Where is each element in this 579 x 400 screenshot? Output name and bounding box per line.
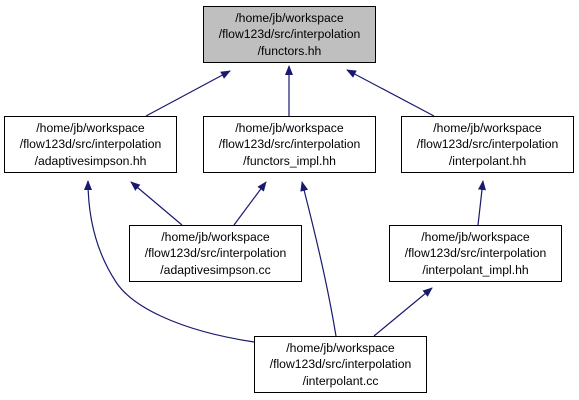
node-line: /flow123d/src/interpolation <box>19 137 162 152</box>
edge-interpolant-hh-to-functors-hh <box>346 69 435 117</box>
node-line: /home/jb/workspace <box>421 229 530 244</box>
node-line: /interpolant.hh <box>448 153 527 168</box>
node-interpolant-cc[interactable]: /home/jb/workspace /flow123d/src/interpo… <box>254 336 427 393</box>
node-line: /home/jb/workspace <box>235 10 344 25</box>
node-line: /home/jb/workspace <box>36 120 145 135</box>
node-functors-hh[interactable]: /home/jb/workspace /flow123d/src/interpo… <box>203 6 376 63</box>
edge-adaptivesimpson-cc-to-adaptivesimpson-hh <box>130 181 183 226</box>
node-line: /interpolant.cc <box>302 373 379 388</box>
edge-interpolant-impl-hh-to-interpolant-hh <box>477 180 486 226</box>
node-line: /flow123d/src/interpolation <box>218 27 361 42</box>
node-line: /flow123d/src/interpolation <box>416 137 559 152</box>
node-adaptivesimpson-hh[interactable]: /home/jb/workspace /flow123d/src/interpo… <box>4 116 177 173</box>
node-functors-impl-hh[interactable]: /home/jb/workspace /flow123d/src/interpo… <box>203 116 376 173</box>
node-line: /adaptivesimpson.cc <box>160 262 271 277</box>
node-line: /home/jb/workspace <box>433 120 542 135</box>
node-line: /flow123d/src/interpolation <box>269 357 412 372</box>
node-line: /flow123d/src/interpolation <box>218 137 361 152</box>
node-line: /home/jb/workspace <box>235 120 344 135</box>
node-line: /functors.hh <box>257 43 322 58</box>
node-line: /flow123d/src/interpolation <box>144 246 287 261</box>
node-line: /home/jb/workspace <box>161 229 270 244</box>
node-line: /home/jb/workspace <box>286 340 395 355</box>
edge-interpolant-cc-to-interpolant-impl-hh <box>373 287 433 337</box>
edge-interpolant-cc-to-adaptivesimpson-hh <box>84 180 255 343</box>
edge-interpolant-cc-to-functors-impl-hh <box>300 181 337 337</box>
node-interpolant-hh[interactable]: /home/jb/workspace /flow123d/src/interpo… <box>401 116 574 173</box>
edge-adaptivesimpson-hh-to-functors-hh <box>145 70 231 117</box>
node-line: /interpolant_impl.hh <box>422 262 529 277</box>
node-line: /flow123d/src/interpolation <box>404 246 547 261</box>
node-line: /functors_impl.hh <box>243 153 336 168</box>
node-adaptivesimpson-cc[interactable]: /home/jb/workspace /flow123d/src/interpo… <box>129 225 302 282</box>
node-interpolant-impl-hh[interactable]: /home/jb/workspace /flow123d/src/interpo… <box>389 225 562 282</box>
edge-adaptivesimpson-cc-to-functors-impl-hh <box>233 181 267 226</box>
node-line: /adaptivesimpson.hh <box>34 153 147 168</box>
